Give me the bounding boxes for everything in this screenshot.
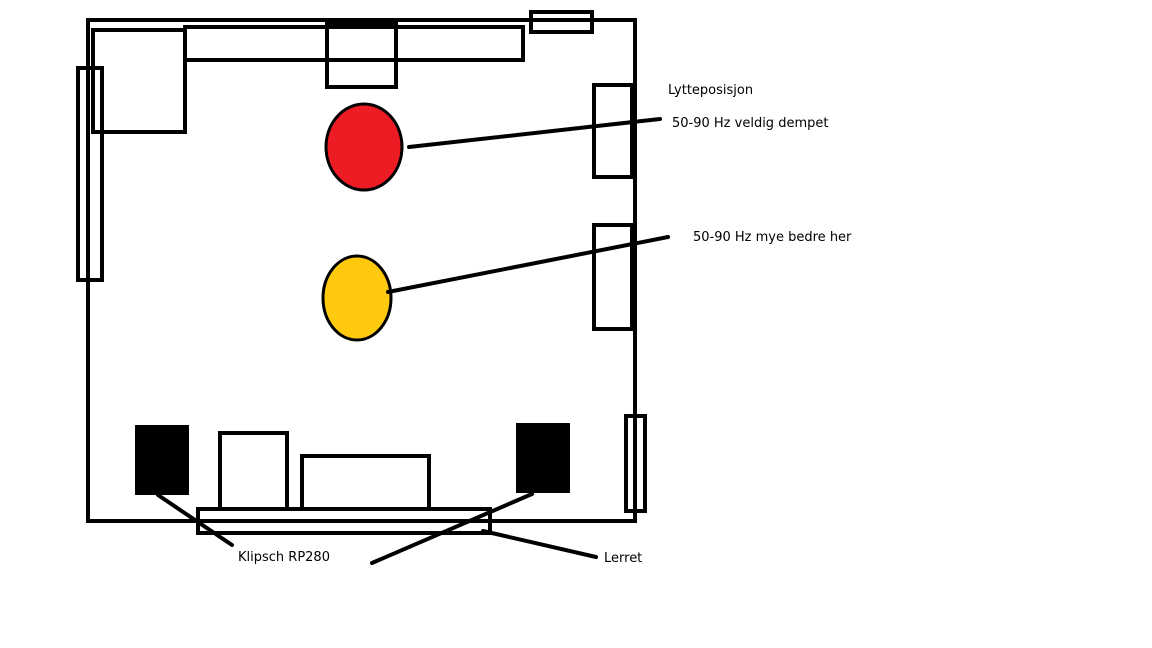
listening-position-label: Lytteposisjon	[668, 83, 754, 98]
top-center-box	[325, 21, 398, 89]
left-speaker	[135, 425, 189, 495]
red-listening-spot	[324, 102, 404, 192]
bottom-cabinet	[218, 431, 289, 511]
left-window	[76, 66, 104, 282]
room-wall	[86, 18, 637, 523]
right-speaker-pointer-line	[370, 492, 534, 565]
yellow-listening-spot	[321, 254, 393, 342]
top-window	[529, 10, 594, 34]
speaker-model-label: Klipsch RP280	[238, 550, 330, 565]
right-window-lower	[592, 223, 634, 331]
right-door	[624, 414, 647, 513]
right-speaker	[516, 423, 570, 493]
left-speaker-pointer-line	[156, 493, 234, 547]
muted-note-label: 50-90 Hz veldig dempet	[672, 116, 829, 131]
better-note-label: 50-90 Hz mye bedre her	[693, 230, 852, 245]
better-pointer-line	[386, 235, 670, 294]
tv-bench	[300, 454, 431, 511]
right-window-upper	[592, 83, 634, 179]
top-shelf	[183, 25, 525, 62]
screen-label: Lerret	[604, 551, 643, 566]
muted-pointer-line	[407, 117, 662, 149]
screen-pointer-line	[481, 529, 598, 559]
corner-cabinet	[91, 28, 187, 134]
